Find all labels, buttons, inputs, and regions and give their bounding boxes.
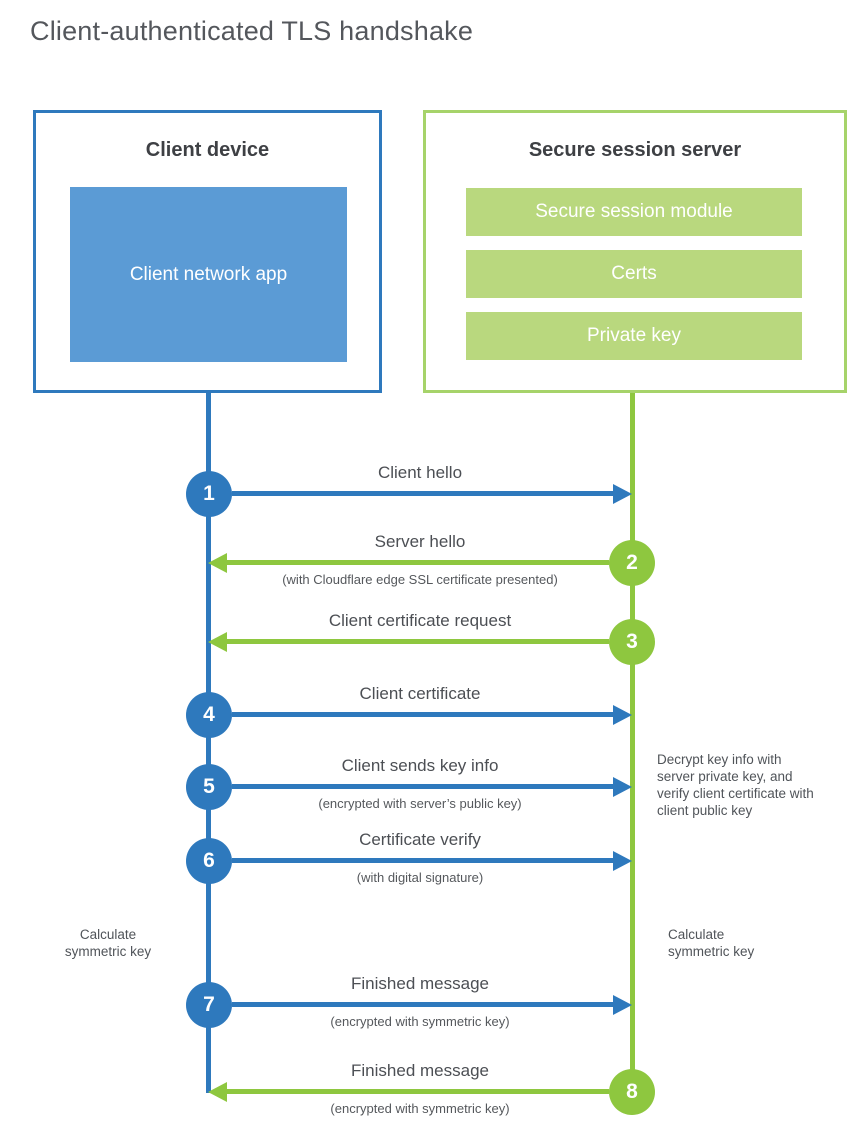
- step-arrow-3: [227, 639, 609, 644]
- step-label-5: Client sends key info: [341, 756, 499, 775]
- step-circle-5: 5: [186, 764, 232, 810]
- secure-session-server-box: Secure session server Secure session mod…: [423, 110, 847, 393]
- step-label-1: Client hello: [377, 463, 463, 482]
- step-circle-4: 4: [186, 692, 232, 738]
- step-arrowhead-4: [613, 705, 632, 725]
- step-arrow-6: [232, 858, 616, 863]
- step-arrowhead-8: [208, 1082, 227, 1102]
- step-label-3: Client certificate request: [328, 611, 512, 630]
- server-module-bar-private-key: Private key: [466, 312, 802, 360]
- step-arrow-2: [227, 560, 609, 565]
- step-circle-7: 7: [186, 982, 232, 1028]
- step-arrow-7: [232, 1002, 616, 1007]
- step-label-6: Certificate verify: [359, 830, 481, 849]
- step-circle-2: 2: [609, 540, 655, 586]
- server-title: Secure session server: [528, 139, 742, 161]
- step-arrowhead-5: [613, 777, 632, 797]
- page-title: Client-authenticated TLS handshake: [30, 16, 474, 46]
- client-lifeline: [206, 393, 211, 1093]
- note-calculate-symmetric-key-client: Calculate symmetric key: [64, 927, 152, 959]
- step-label-7: Finished message: [351, 974, 489, 993]
- step-arrowhead-2: [208, 553, 227, 573]
- client-network-app-label: Client network app: [129, 263, 288, 285]
- step-arrow-1: [232, 491, 616, 496]
- step-sublabel-5: (encrypted with server’s public key): [318, 796, 522, 811]
- step-circle-8: 8: [609, 1069, 655, 1115]
- server-module-bar-certs: Certs: [466, 250, 802, 298]
- step-arrowhead-3: [208, 632, 227, 652]
- step-arrow-8: [227, 1089, 609, 1094]
- step-arrowhead-6: [613, 851, 632, 871]
- server-module-bar-secure-session-module: Secure session module: [466, 188, 802, 236]
- step-arrow-4: [232, 712, 616, 717]
- client-network-app-box: Client network app: [70, 187, 347, 362]
- client-device-box: Client device Client network app: [33, 110, 382, 393]
- client-device-title: Client device: [145, 139, 270, 161]
- step-label-8: Finished message: [351, 1061, 489, 1080]
- step-label-2: Server hello: [374, 532, 466, 551]
- step-sublabel-8: (encrypted with symmetric key): [330, 1101, 510, 1116]
- step-circle-1: 1: [186, 471, 232, 517]
- step-arrow-5: [232, 784, 616, 789]
- step-sublabel-6: (with digital signature): [356, 870, 484, 885]
- step-circle-6: 6: [186, 838, 232, 884]
- step-arrowhead-7: [613, 995, 632, 1015]
- note-decrypt-key-info: Decrypt key info with server private key…: [657, 752, 814, 818]
- step-sublabel-7: (encrypted with symmetric key): [330, 1014, 510, 1029]
- server-lifeline: [630, 393, 635, 1093]
- step-label-4: Client certificate: [359, 684, 481, 703]
- step-circle-3: 3: [609, 619, 655, 665]
- note-calculate-symmetric-key-server: Calculate symmetric key: [668, 927, 755, 959]
- step-arrowhead-1: [613, 484, 632, 504]
- step-sublabel-2: (with Cloudflare edge SSL certificate pr…: [282, 572, 558, 587]
